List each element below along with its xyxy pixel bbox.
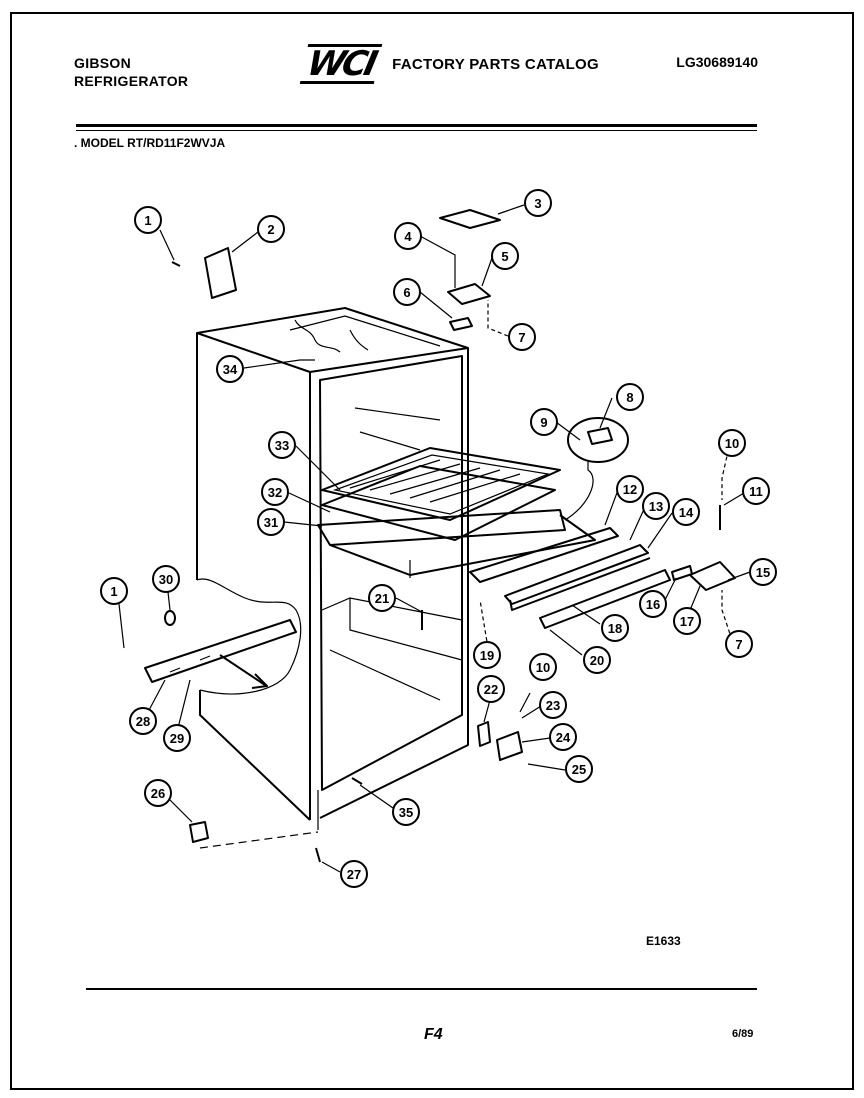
callout-30: 30: [152, 565, 180, 593]
callout-17: 17: [673, 607, 701, 635]
callout-19: 19: [473, 641, 501, 669]
callout-label: 17: [680, 614, 694, 629]
callout-25: 25: [565, 755, 593, 783]
brand-name: GIBSON: [74, 55, 132, 71]
callout-9: 9: [530, 408, 558, 436]
cabinet-drawing: [196, 307, 469, 830]
callout-13: 13: [642, 492, 670, 520]
catalog-date: 6/89: [732, 1028, 754, 1040]
callout-26: 26: [144, 779, 172, 807]
callout-label: 21: [375, 591, 389, 606]
callout-label: 4: [404, 229, 412, 244]
header-rule-thin: [76, 130, 757, 131]
callout-14: 14: [672, 498, 700, 526]
callout-label: 16: [646, 597, 660, 612]
callout-label: 10: [536, 660, 550, 675]
callout-label: 1: [110, 584, 117, 599]
callout-label: 7: [518, 330, 525, 345]
callout-label: 11: [749, 484, 763, 499]
callout-label: 7: [735, 637, 742, 652]
callout-1-top: 1: [134, 206, 162, 234]
callout-label: 22: [484, 682, 498, 697]
callout-12: 12: [616, 475, 644, 503]
callout-label: 33: [275, 438, 289, 453]
callout-label: 28: [136, 714, 150, 729]
callout-18: 18: [601, 614, 629, 642]
callout-8: 8: [616, 383, 644, 411]
callout-label: 18: [608, 621, 622, 636]
callout-10-bottom: 10: [529, 653, 557, 681]
callout-32: 32: [261, 478, 289, 506]
callout-27: 27: [340, 860, 368, 888]
callout-label: 29: [170, 731, 184, 746]
callout-11: 11: [742, 477, 770, 505]
page-code: F4: [424, 1026, 443, 1043]
callout-label: 2: [267, 222, 274, 237]
callout-10-right: 10: [718, 429, 746, 457]
callout-31: 31: [257, 508, 285, 536]
catalog-header: WCI FACTORY PARTS CATALOG: [299, 44, 599, 84]
callout-label: 6: [403, 285, 410, 300]
callout-29: 29: [163, 724, 191, 752]
callout-label: 5: [501, 249, 508, 264]
callout-33: 33: [268, 431, 296, 459]
callout-label: 32: [268, 485, 282, 500]
callout-4: 4: [394, 222, 422, 250]
callout-label: 26: [151, 786, 165, 801]
model-number: . MODEL RT/RD11F2WVJA: [74, 136, 226, 150]
callout-23: 23: [539, 691, 567, 719]
door-rails: [469, 527, 671, 629]
footer-rule: [86, 988, 757, 990]
callout-label: 3: [534, 196, 541, 211]
callout-24: 24: [549, 723, 577, 751]
callout-label: 15: [756, 565, 770, 580]
callout-label: 24: [556, 730, 571, 745]
callout-15: 15: [749, 558, 777, 586]
callout-20: 20: [583, 646, 611, 674]
brand-block: GIBSON REFRIGERATOR: [74, 54, 188, 90]
callout-label: 1: [144, 213, 151, 228]
callout-label: 10: [725, 436, 739, 451]
callout-5: 5: [491, 242, 519, 270]
callout-label: 27: [347, 867, 361, 882]
callout-label: 30: [159, 572, 173, 587]
callout-3: 3: [524, 189, 552, 217]
callout-label: 12: [623, 482, 637, 497]
callout-7-right: 7: [725, 630, 753, 658]
callout-6: 6: [393, 278, 421, 306]
callout-label: 20: [590, 653, 604, 668]
callout-2: 2: [257, 215, 285, 243]
callout-label: 19: [480, 648, 494, 663]
freezer-shelf-assembly: [317, 447, 596, 578]
callout-label: 9: [540, 415, 547, 430]
callout-label: 23: [546, 698, 560, 713]
callout-label: 25: [572, 762, 586, 777]
callout-label: 14: [679, 505, 694, 520]
callout-34: 34: [216, 355, 244, 383]
callout-label: 13: [649, 499, 663, 514]
drawing-code: E1633: [646, 934, 681, 948]
callout-16: 16: [639, 590, 667, 618]
callout-label: 8: [626, 390, 633, 405]
header-rule-thick: [76, 124, 757, 127]
callout-label: 34: [223, 362, 238, 377]
callout-7-top: 7: [508, 323, 536, 351]
product-name: REFRIGERATOR: [74, 73, 189, 89]
callout-28: 28: [129, 707, 157, 735]
callout-22: 22: [477, 675, 505, 703]
leader-lines: [118, 204, 751, 873]
callout-1-left: 1: [100, 577, 128, 605]
callout-label: 35: [399, 805, 413, 820]
catalog-number: LG30689140: [676, 54, 758, 70]
callout-label: 31: [264, 515, 278, 530]
catalog-title: FACTORY PARTS CATALOG: [392, 55, 599, 73]
callout-21: 21: [368, 584, 396, 612]
small-parts: [144, 209, 736, 863]
callout-35: 35: [392, 798, 420, 826]
